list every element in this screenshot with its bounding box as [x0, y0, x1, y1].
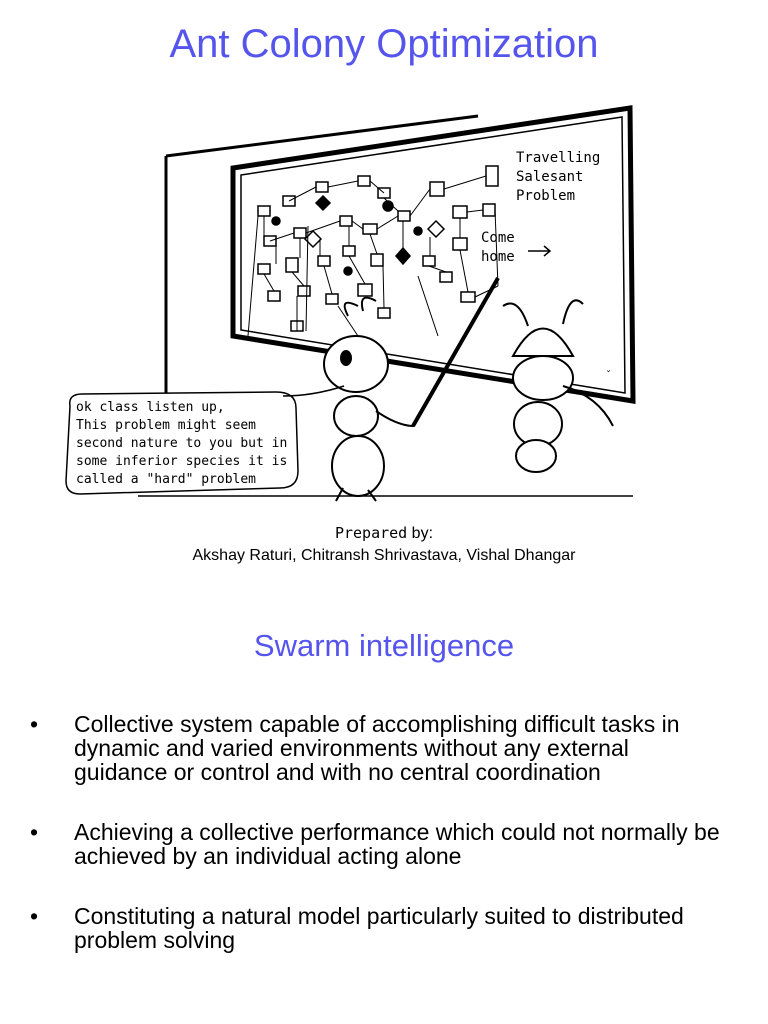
authors-line: Akshay Raturi, Chitransh Shrivastava, Vi…: [192, 547, 576, 564]
board-problem-label: Travelling Salesant Problem: [516, 150, 600, 204]
speech-bubble-line: some inferior species it is: [76, 454, 287, 469]
prepared-word: Prepared: [334, 524, 408, 542]
bullet-text: Achieving a collective performance which…: [74, 819, 720, 869]
board-label-line: Salesant: [516, 169, 583, 185]
prepared-by-line: Prepared by:: [0, 522, 768, 545]
speech-bubble-line: called a "hard" problem: [76, 472, 256, 487]
section-title: Swarm intelligence: [253, 628, 515, 663]
list-item: • Collective system capable of accomplish…: [28, 712, 728, 784]
prepared-by-suffix: by:: [407, 525, 434, 542]
speech-bubble-line: ok class listen up,: [76, 400, 225, 415]
teacher-ant: [323, 296, 415, 502]
flowchart-connectors: [247, 175, 499, 337]
bullet-icon: •: [30, 819, 39, 845]
chalkboard: [230, 105, 636, 404]
flowchart-diagram: [257, 165, 499, 332]
board-come-home-label: Come home: [481, 230, 515, 265]
speech-bubble-line: second nature to you but in: [76, 436, 287, 451]
speech-bubble-line: This problem might seem: [76, 418, 256, 433]
artist-signature: ˇ: [606, 369, 611, 381]
bullet-icon: •: [30, 903, 39, 929]
board-label-line: Travelling: [516, 150, 600, 166]
page-title: Ant Colony Optimization: [169, 22, 599, 66]
bullet-text: Constituting a natural model particularl…: [74, 903, 684, 953]
prepared-by: Prepared by: Akshay Raturi, Chitransh Sh…: [0, 522, 768, 567]
speech-bubble: ok class listen up, This problem might s…: [65, 385, 345, 495]
list-item: • Achieving a collective performance whic…: [28, 820, 728, 868]
bullet-list: • Collective system capable of accomplish…: [28, 712, 728, 988]
board-arrow-line: home: [481, 249, 515, 265]
ant-classroom-illustration: Travelling Salesant Problem Come home: [58, 96, 658, 506]
list-item: • Constituting a natural model particular…: [28, 904, 728, 952]
student-ant: [502, 299, 614, 473]
arrow-right-icon: [528, 245, 552, 257]
board-label-line: Problem: [516, 188, 575, 204]
pointer-stick: [411, 277, 500, 427]
bullet-icon: •: [30, 711, 39, 737]
bullet-text: Collective system capable of accomplishi…: [74, 711, 680, 785]
board-arrow-line: Come: [481, 230, 515, 246]
